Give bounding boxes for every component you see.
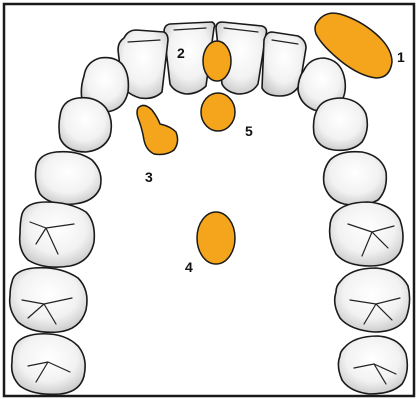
marker-region-5 xyxy=(201,93,235,131)
tooth-left-second-premolar xyxy=(36,152,102,205)
label-5: 5 xyxy=(245,123,253,139)
tooth-right-first-premolar xyxy=(314,98,368,150)
tooth-left-third-molar xyxy=(12,334,85,395)
tooth-right-first-molar xyxy=(330,202,403,266)
tooth-right-second-molar xyxy=(335,268,410,332)
marker-region-4 xyxy=(197,212,235,264)
tooth-left-first-premolar xyxy=(59,98,111,152)
label-3: 3 xyxy=(145,169,153,185)
tooth-left-first-molar xyxy=(20,202,95,267)
tooth-left-second-molar xyxy=(10,268,87,333)
label-2: 2 xyxy=(177,45,185,61)
tooth-right-third-molar xyxy=(338,336,407,394)
label-1: 1 xyxy=(397,49,405,65)
tooth-right-second-premolar xyxy=(324,152,387,206)
marker-region-2 xyxy=(203,41,231,81)
label-4: 4 xyxy=(185,259,193,275)
